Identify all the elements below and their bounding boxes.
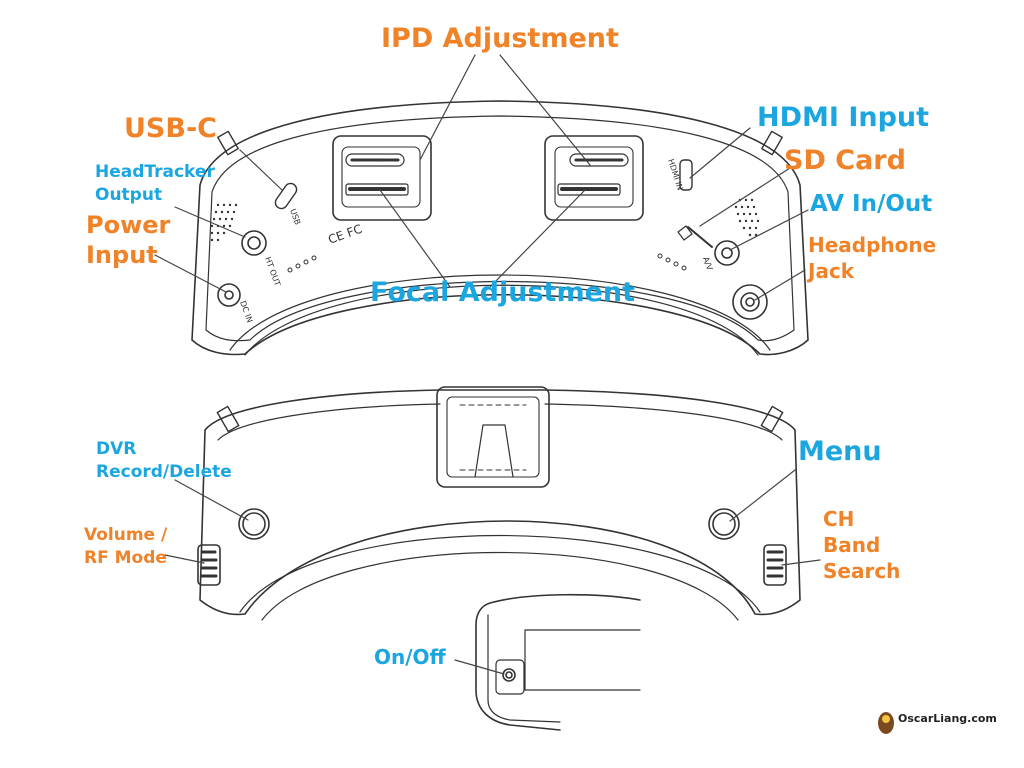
power-label-line1: Power [86, 211, 171, 239]
headphone-jack [732, 284, 768, 320]
on-off-label: On/Off [374, 645, 446, 669]
usb-c-port [274, 182, 298, 210]
headtracker-label-line2: Output [95, 184, 163, 205]
hdmi-in-marking: HDMI IN [666, 158, 685, 192]
av-marking: A/V [701, 256, 714, 272]
volume-rf-mode-label: Volume / RF Mode [84, 526, 167, 567]
menu-label: Menu [798, 436, 882, 467]
hdmi-port [679, 159, 693, 191]
power-button [502, 668, 516, 682]
volume-roller [197, 544, 221, 586]
av-port [714, 240, 740, 266]
menu-button [708, 508, 740, 540]
power-input-label: Power Input [86, 212, 170, 269]
headphone-label-line1: Headphone [808, 233, 937, 257]
ipd-adjustment-label: IPD Adjustment [381, 23, 619, 54]
fan-module [436, 386, 550, 488]
dvr-record-delete-label: DVR Record/Delete [96, 440, 232, 481]
ch-label-line2: Band [823, 533, 881, 557]
volume-label-line1: Volume / [84, 525, 168, 545]
left-ipd-block [332, 135, 432, 221]
volume-label-line2: RF Mode [84, 547, 167, 568]
dvr-button [238, 508, 270, 540]
usb-c-label: USB-C [124, 113, 217, 144]
dvr-label-line2: Record/Delete [96, 461, 232, 482]
goggles-bottom-view [197, 386, 801, 621]
sd-card-slot [687, 226, 713, 248]
sd-card-label: SD Card [784, 145, 906, 176]
dc-in-marking: DC IN [238, 300, 254, 324]
headtracker-label-line1: HeadTracker [95, 162, 215, 182]
headtracker-output-label: HeadTracker Output [95, 163, 215, 204]
watermark-text: OscarLiang.com [898, 712, 997, 725]
ch-label-line1: CH [823, 507, 855, 531]
hdmi-input-label: HDMI Input [757, 102, 930, 133]
power-input-port [217, 283, 241, 307]
ht-out-marking: HT OUT [263, 256, 282, 288]
headphone-jack-label: Headphone Jack [808, 234, 936, 282]
side-closeup [475, 593, 641, 731]
dvr-label-line1: DVR [96, 439, 137, 459]
focal-adjustment-label: Focal Adjustment [370, 277, 636, 308]
usb-marking: USB [288, 208, 302, 227]
ch-band-search-label: CH Band Search [823, 508, 900, 582]
goggles-top-view: USB HT OUT DC IN HDMI IN A/V CE FC [191, 100, 809, 356]
ce-fc-marking: CE FC [326, 222, 364, 247]
callout-lines [154, 54, 821, 675]
headphone-label-line2: Jack [808, 259, 855, 283]
headtracker-port [241, 230, 267, 256]
ch-label-line3: Search [823, 559, 901, 583]
power-label-line2: Input [86, 241, 158, 270]
right-ipd-block [544, 135, 644, 221]
watermark-logo-icon [878, 712, 894, 734]
av-in-out-label: AV In/Out [810, 191, 933, 217]
